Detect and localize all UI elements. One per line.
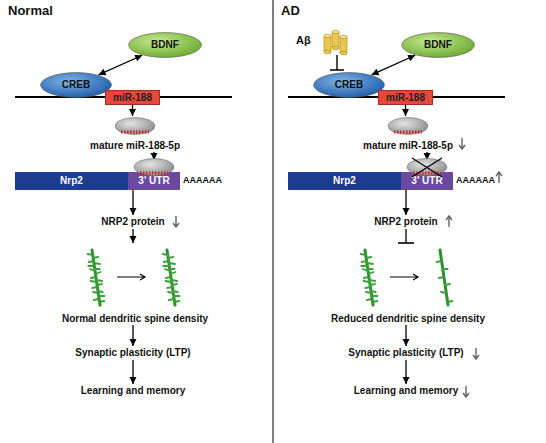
panel-heading: AD <box>281 4 300 18</box>
spine-density-label: Normal dendritic spine density <box>40 243 230 325</box>
amyloid-cylinder <box>324 34 331 54</box>
decrease-arrow <box>463 386 469 397</box>
flow-arrow <box>129 105 136 116</box>
node-text: 3' UTR <box>138 175 169 187</box>
dendrite-image <box>88 250 105 305</box>
node-text: Normal dendritic spine density <box>62 313 208 325</box>
flow-arrow <box>130 190 137 215</box>
dendrite-image <box>163 250 180 305</box>
blocked-cross <box>412 158 442 177</box>
panel-divider <box>273 0 274 443</box>
node-text: NRP2 protein <box>374 216 437 228</box>
arrow-head <box>130 208 137 215</box>
connector-line <box>372 55 416 75</box>
growth-factor-ellipse: BDNF <box>401 32 475 58</box>
arrow-head <box>130 377 137 384</box>
plasticity-label: Synaptic plasticity (LTP) <box>58 346 208 360</box>
node-text: Synaptic plasticity (LTP) <box>75 347 190 359</box>
inhibition-line <box>406 229 407 243</box>
gene-box: miR-188 <box>378 90 433 105</box>
node-text: BDNF <box>151 39 179 51</box>
transcription-factor-ellipse: CREB <box>313 72 385 98</box>
ellipse-shape <box>402 33 475 58</box>
dendrite-arrow <box>390 274 418 280</box>
node-text: miR-188 <box>113 92 152 104</box>
amyloid-cylinder <box>332 30 339 50</box>
node-text: Nrp2 <box>15 175 128 187</box>
node-text: Synaptic plasticity (LTP) <box>348 347 463 359</box>
flow-arrow <box>130 325 137 346</box>
arrow-head <box>134 55 142 61</box>
node-text: BDNF <box>424 39 452 51</box>
panel-heading: Normal <box>8 4 53 18</box>
node-text: Learning and memory <box>354 385 458 397</box>
plasticity-label: Synaptic plasticity (LTP) <box>331 346 481 360</box>
dendrite-image <box>361 250 378 305</box>
annotation-label: AAAAAA <box>456 176 495 186</box>
flow-arrow <box>403 190 410 215</box>
node-text: 3' UTR <box>411 175 442 187</box>
arrow-head <box>403 377 410 384</box>
arrow-head <box>130 339 137 346</box>
inhibition-bar <box>330 55 344 70</box>
node-text: miR-188 <box>386 92 425 104</box>
node-text: mature miR-188-5p <box>90 140 180 152</box>
connector-line <box>99 55 143 75</box>
increase-arrow <box>496 172 502 183</box>
node-text: Nrp2 <box>288 175 401 187</box>
ellipse-shape <box>41 73 112 98</box>
transcription-factor-ellipse: CREB <box>40 72 112 98</box>
protein-label: NRP2 protein <box>361 215 451 229</box>
spine-density-label: Reduced dendritic spine density <box>313 243 503 325</box>
node-text: NRP2 protein <box>101 216 164 228</box>
memory-label: Learning and memory <box>341 384 471 398</box>
memory-label: Learning and memory <box>68 384 198 398</box>
decrease-arrow <box>473 348 479 359</box>
arrow-head <box>99 69 107 75</box>
dendrite-arrow <box>117 274 145 280</box>
arrow-head <box>129 109 136 116</box>
arrow-head <box>372 69 380 75</box>
flow-arrow <box>403 325 410 346</box>
flow-arrow <box>130 229 137 243</box>
amyloid-cylinder <box>340 35 347 55</box>
increase-arrow <box>446 216 452 227</box>
dendrite-image <box>437 250 453 305</box>
ellipse-shape <box>129 33 202 58</box>
arrow-head <box>407 55 415 61</box>
decrease-arrow <box>459 138 465 149</box>
node-text: CREB <box>62 79 90 91</box>
arrow-head <box>403 208 410 215</box>
decrease-arrow <box>173 216 179 227</box>
flow-arrow <box>402 105 409 116</box>
risc-complex <box>388 118 428 135</box>
arrow-head <box>403 339 410 346</box>
annotation-label: AAAAAA <box>183 176 222 186</box>
flow-arrow <box>130 360 137 384</box>
ellipse-shape <box>314 73 385 98</box>
connector-line <box>405 229 406 243</box>
growth-factor-ellipse: BDNF <box>128 32 202 58</box>
risc-complex <box>115 118 155 135</box>
gene-box: miR-188 <box>105 90 160 105</box>
equilibrium-arrow <box>99 55 143 75</box>
node-text: Reduced dendritic spine density <box>331 313 485 325</box>
node-text: CREB <box>335 79 363 91</box>
node-text: mature miR-188-5p <box>363 140 453 152</box>
arrow-head <box>402 109 409 116</box>
protein-label: NRP2 protein <box>88 215 178 229</box>
node-text: Learning and memory <box>81 385 185 397</box>
arrow-head <box>130 236 137 243</box>
risc-complex <box>134 159 174 176</box>
equilibrium-arrow <box>372 55 416 75</box>
annotation-label: Aβ <box>296 34 311 46</box>
flow-arrow <box>403 360 410 384</box>
